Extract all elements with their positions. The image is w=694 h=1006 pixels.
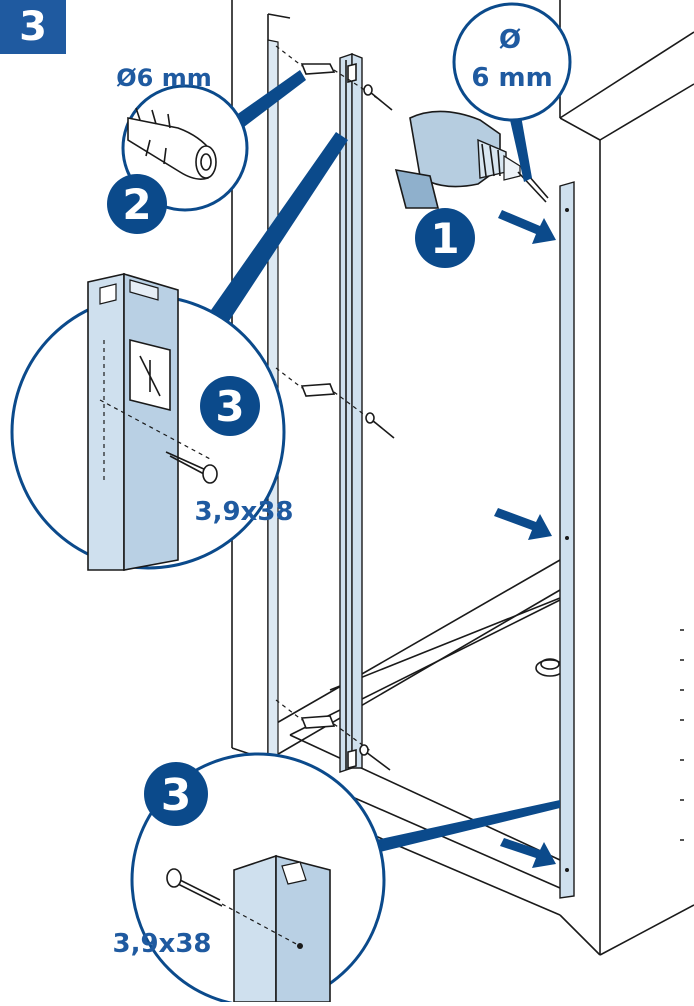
wall-plug-icon: [275, 45, 383, 753]
drill-icon: [394, 110, 549, 209]
profile-detail-callout-top: [10, 132, 348, 571]
marker-1: 1: [415, 208, 475, 268]
svg-text:2: 2: [122, 180, 151, 229]
marker-3-bottom: 3: [144, 762, 208, 826]
wall-rail-right: [559, 181, 575, 899]
marker-2: 2: [107, 174, 167, 234]
direction-arrow-icon: [494, 210, 556, 868]
dowel-diameter-label: Ø6 mm: [116, 64, 211, 92]
step-number-badge: 3: [0, 0, 66, 54]
drill-size-label: 6 mm: [471, 63, 552, 93]
marker-3-top: 3: [200, 376, 260, 436]
screw-size-label-bottom: 3,9x38: [112, 929, 211, 959]
svg-text:3: 3: [161, 770, 192, 821]
wall-structure: [231, 0, 694, 956]
screw-size-label-top: 3,9x38: [194, 497, 293, 527]
dowel-callout: [121, 70, 306, 212]
drill-symbol-label: Ø: [499, 25, 521, 55]
drill-size-callout: [452, 2, 572, 182]
screw-icon: [359, 84, 395, 771]
svg-text:3: 3: [215, 382, 244, 431]
profile-rail-main: [339, 52, 363, 773]
svg-text:1: 1: [430, 214, 459, 263]
